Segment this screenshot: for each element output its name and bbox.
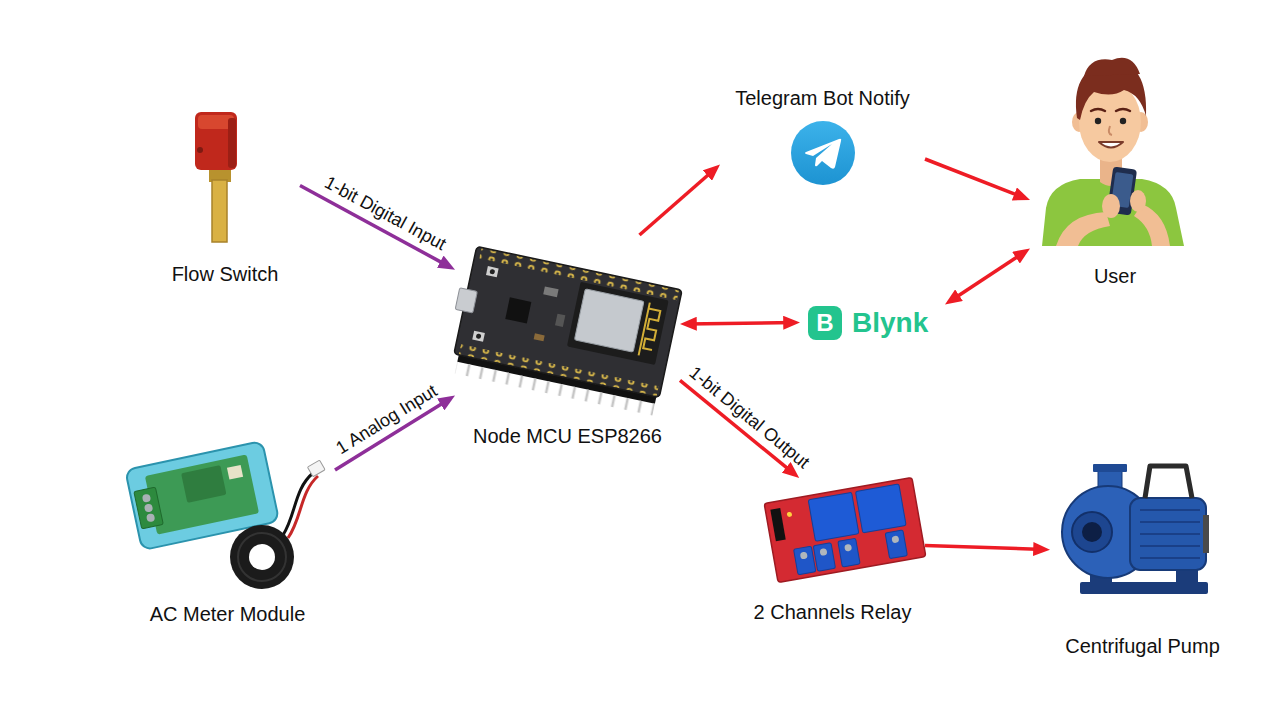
signal-arrow bbox=[925, 546, 1044, 550]
user: User bbox=[1030, 50, 1200, 292]
blynk-logo-square bbox=[808, 306, 842, 340]
signal-arrow bbox=[686, 323, 794, 324]
signal-label: 1 Analog Input bbox=[333, 381, 441, 458]
node-caption: Telegram Bot Notify bbox=[735, 86, 910, 110]
ac-meter-figure bbox=[125, 441, 325, 589]
node-caption: User bbox=[1094, 264, 1136, 288]
signal-arrow bbox=[680, 380, 795, 474]
nodemcu-board: Node MCU ESP8266 bbox=[455, 235, 680, 452]
signal-arrow bbox=[640, 168, 716, 235]
signal-arrow bbox=[950, 252, 1025, 301]
nodemcu-board-figure bbox=[442, 245, 682, 417]
logo-letter: B bbox=[816, 311, 833, 335]
node-caption: Blynk bbox=[852, 306, 928, 340]
signal-arrow bbox=[925, 159, 1024, 198]
flow-switch: Flow Switch bbox=[150, 100, 300, 290]
ac-meter-module: AC Meter Module bbox=[120, 430, 335, 630]
node-caption: Centrifugal Pump bbox=[1065, 634, 1220, 658]
node-caption: Node MCU ESP8266 bbox=[473, 424, 662, 448]
relay-module-figure bbox=[764, 478, 926, 583]
relay-module: 2 Channels Relay bbox=[740, 478, 925, 628]
signal-label: 1-bit Digital Output bbox=[685, 363, 813, 473]
centrifugal-pump-figure bbox=[1062, 464, 1209, 594]
signal-label: 1-bit Digital Input bbox=[321, 173, 449, 255]
user-figure bbox=[1042, 58, 1184, 246]
node-caption: AC Meter Module bbox=[150, 602, 306, 626]
telegram-icon bbox=[791, 121, 855, 185]
node-caption: 2 Channels Relay bbox=[754, 600, 912, 624]
flow-switch-figure bbox=[195, 112, 237, 242]
centrifugal-pump: Centrifugal Pump bbox=[1050, 450, 1235, 662]
node-caption: Flow Switch bbox=[172, 262, 279, 286]
telegram-bot: Telegram Bot Notify bbox=[720, 82, 925, 192]
